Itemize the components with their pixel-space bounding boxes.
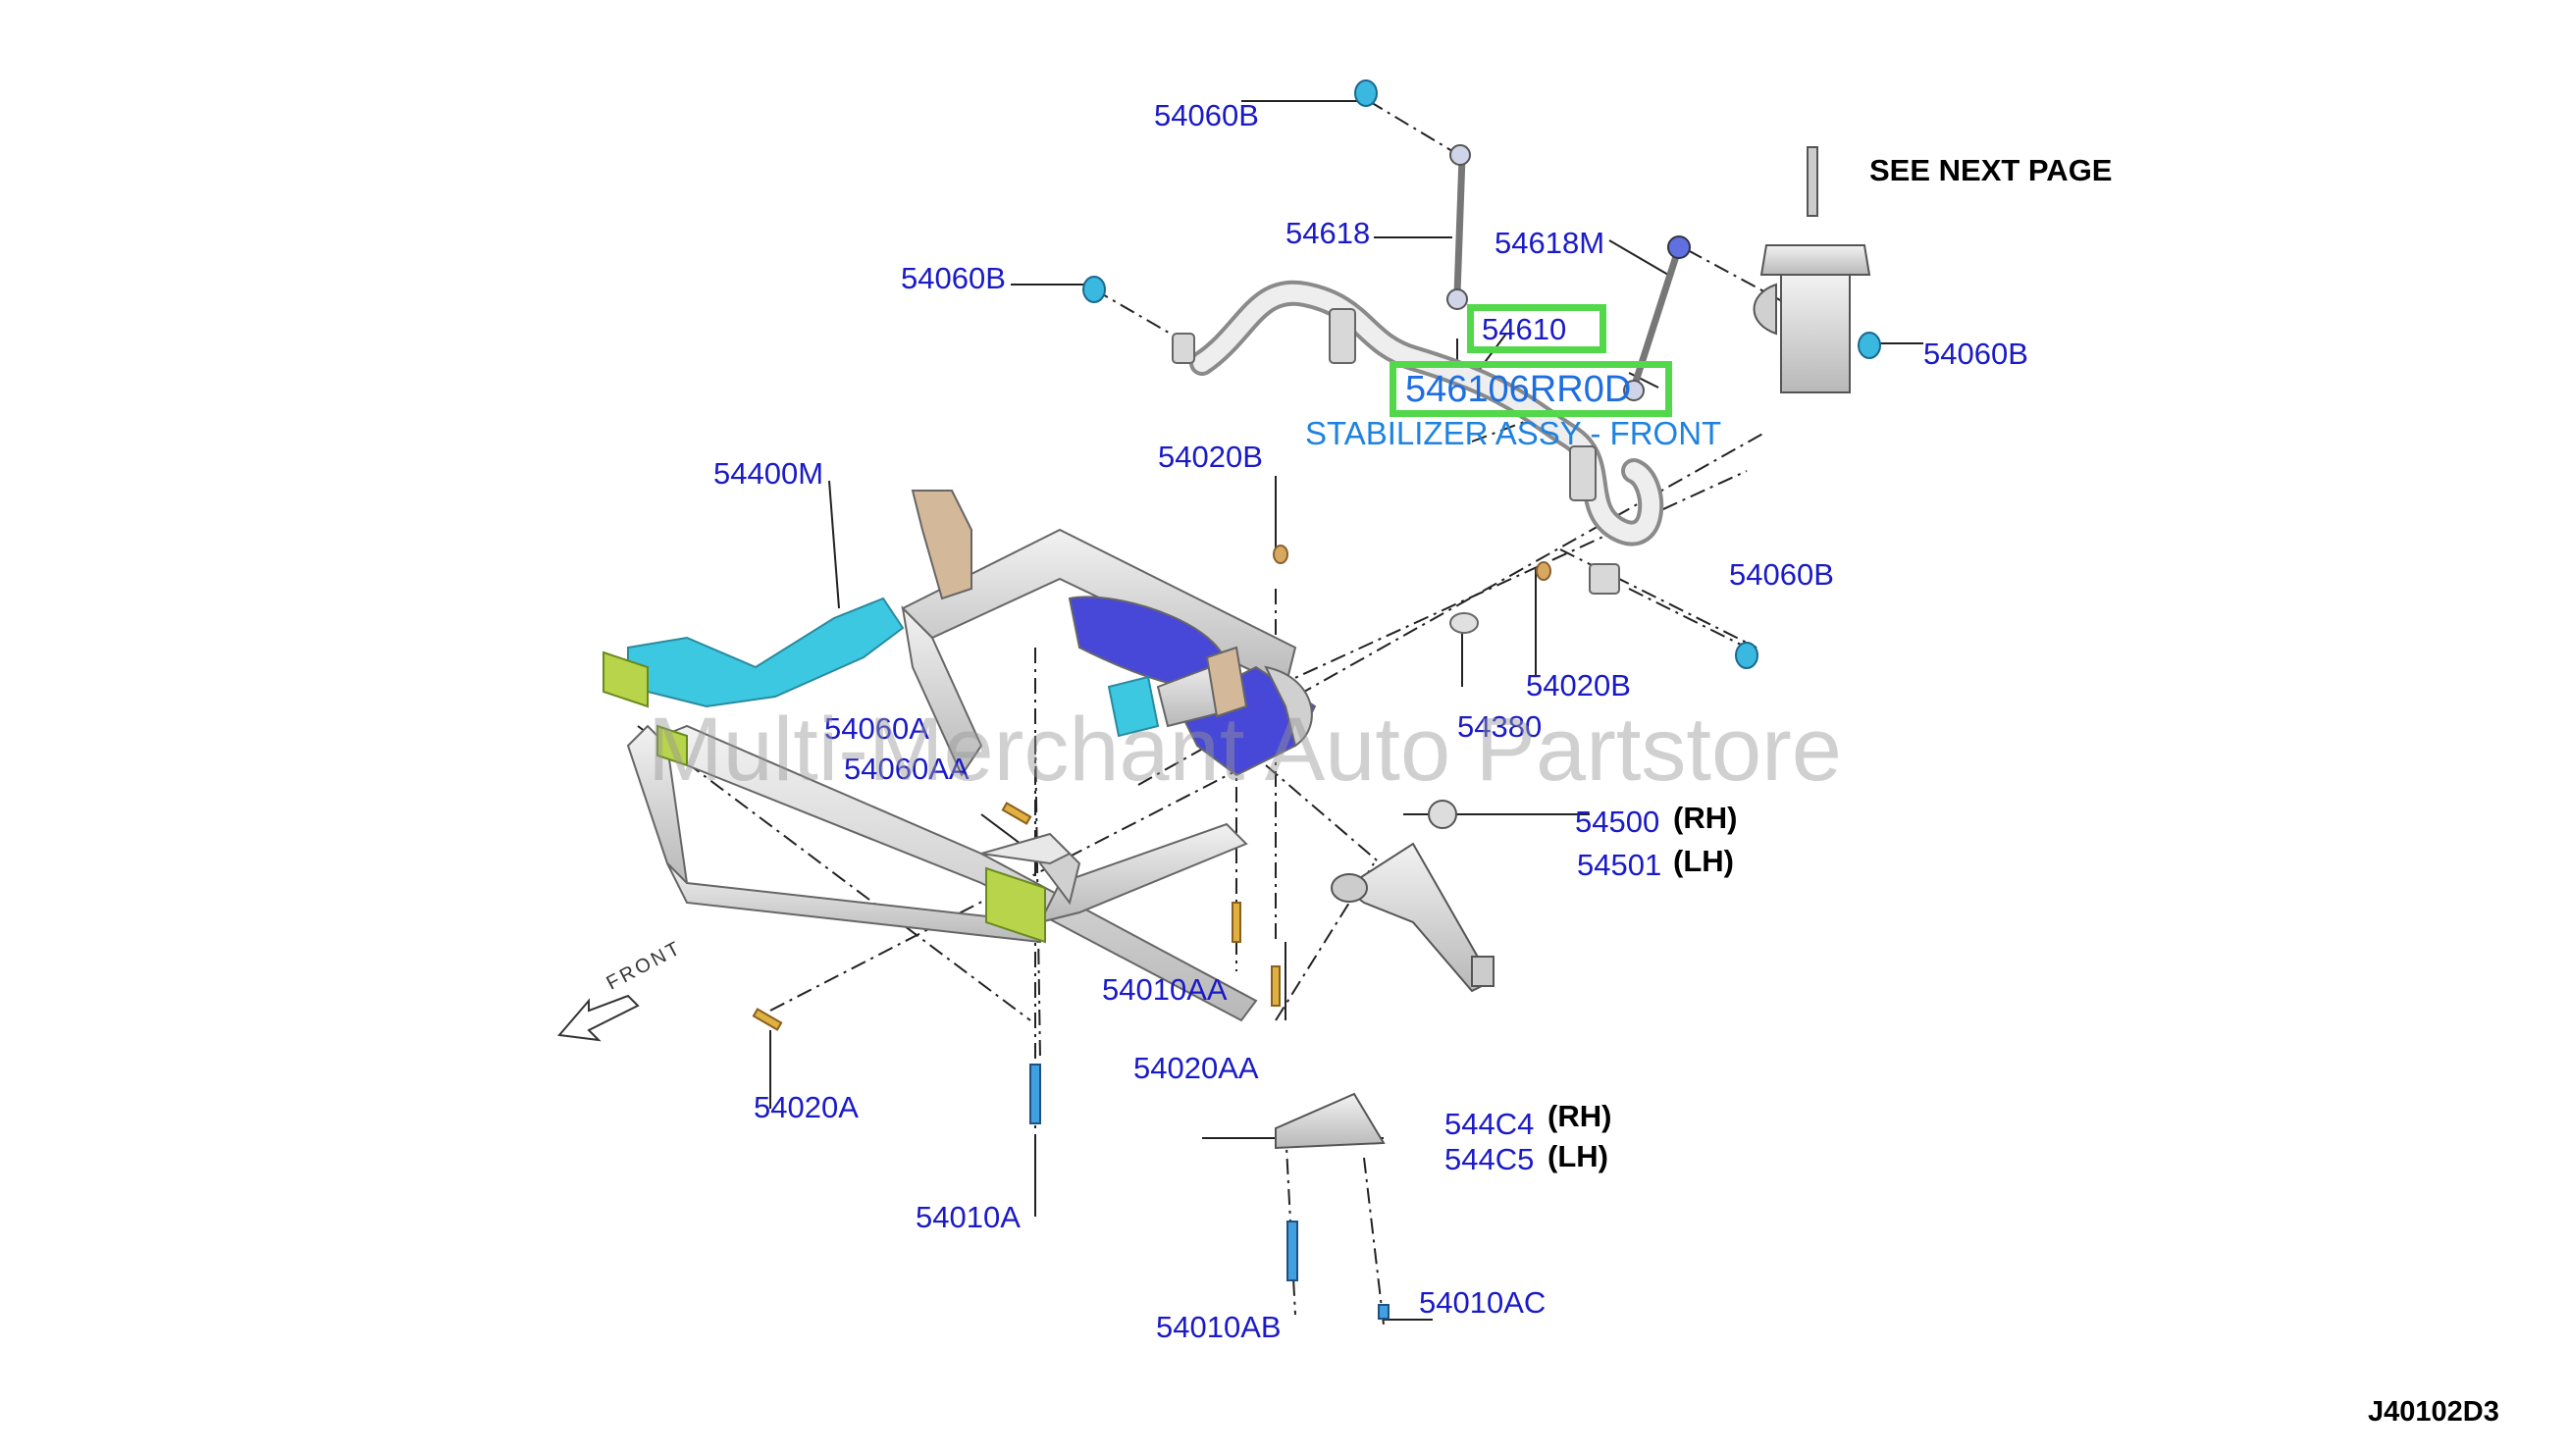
label-54380[interactable]: 54380 [1457, 709, 1543, 744]
stabilizer-bar [1189, 280, 1664, 546]
label-54020AA[interactable]: 54020AA [1133, 1051, 1259, 1085]
highlight-box-full-part [1390, 361, 1672, 417]
label-54010AA[interactable]: 54010AA [1102, 972, 1228, 1007]
green-brackets [603, 650, 1046, 944]
label-546106RR0D[interactable]: 546106RR0D [1405, 369, 1632, 410]
label-54020A[interactable]: 54020A [754, 1090, 859, 1124]
stabilizer-brackets [1172, 308, 1620, 595]
see-next-page-label[interactable]: SEE NEXT PAGE [1869, 153, 2113, 187]
label-54400M[interactable]: 54400M [713, 456, 824, 491]
label-54060AA[interactable]: 54060AA [844, 752, 970, 786]
label-54010AB[interactable]: 54010AB [1156, 1310, 1282, 1344]
diagram-code: J40102D3 [2368, 1396, 2499, 1428]
label-54060B-left[interactable]: 54060B [901, 261, 1006, 295]
label-54060B-top[interactable]: 54060B [1154, 98, 1259, 132]
label-54500[interactable]: 54500 [1575, 805, 1660, 839]
label-stabilizer-description: STABILIZER ASSY - FRONT [1305, 415, 1722, 451]
bushing-54380 [1449, 612, 1479, 634]
label-544C4[interactable]: 544C4 [1444, 1107, 1535, 1141]
label-54010A[interactable]: 54010A [916, 1200, 1021, 1234]
bolts-blue [1029, 1064, 1390, 1320]
strut-assembly [1753, 146, 1871, 393]
label-54060A[interactable]: 54060A [824, 711, 929, 746]
label-54618M[interactable]: 54618M [1495, 226, 1605, 260]
watermark: Multi-Merchant Auto Partstore [648, 700, 1842, 800]
front-arrow-icon [557, 994, 640, 1042]
label-54020B-mid[interactable]: 54020B [1526, 668, 1631, 702]
small-nuts-gold [1273, 545, 1551, 581]
label-544C4-side: (RH) [1547, 1099, 1612, 1133]
label-544C5[interactable]: 544C5 [1444, 1142, 1535, 1176]
bolts-gold [752, 802, 1281, 1031]
upper-bracket [1275, 1092, 1386, 1150]
label-54060B-right[interactable]: 54060B [1923, 337, 2028, 371]
cyan-member [627, 597, 1160, 738]
label-54618[interactable]: 54618 [1285, 216, 1371, 250]
highlight-box-part [1467, 304, 1606, 353]
link-ends [1446, 144, 1691, 401]
label-54610[interactable]: 54610 [1482, 312, 1567, 346]
label-54020B-top[interactable]: 54020B [1158, 440, 1263, 474]
label-54501-side: (LH) [1673, 844, 1734, 878]
label-54060B-mid[interactable]: 54060B [1729, 557, 1834, 592]
lower-control-arm [1331, 800, 1495, 993]
label-54501[interactable]: 54501 [1577, 848, 1662, 882]
nuts [1082, 79, 1881, 669]
label-544C5-side: (LH) [1547, 1139, 1608, 1173]
label-54010AC[interactable]: 54010AC [1419, 1285, 1547, 1320]
label-54500-side: (RH) [1673, 801, 1738, 835]
